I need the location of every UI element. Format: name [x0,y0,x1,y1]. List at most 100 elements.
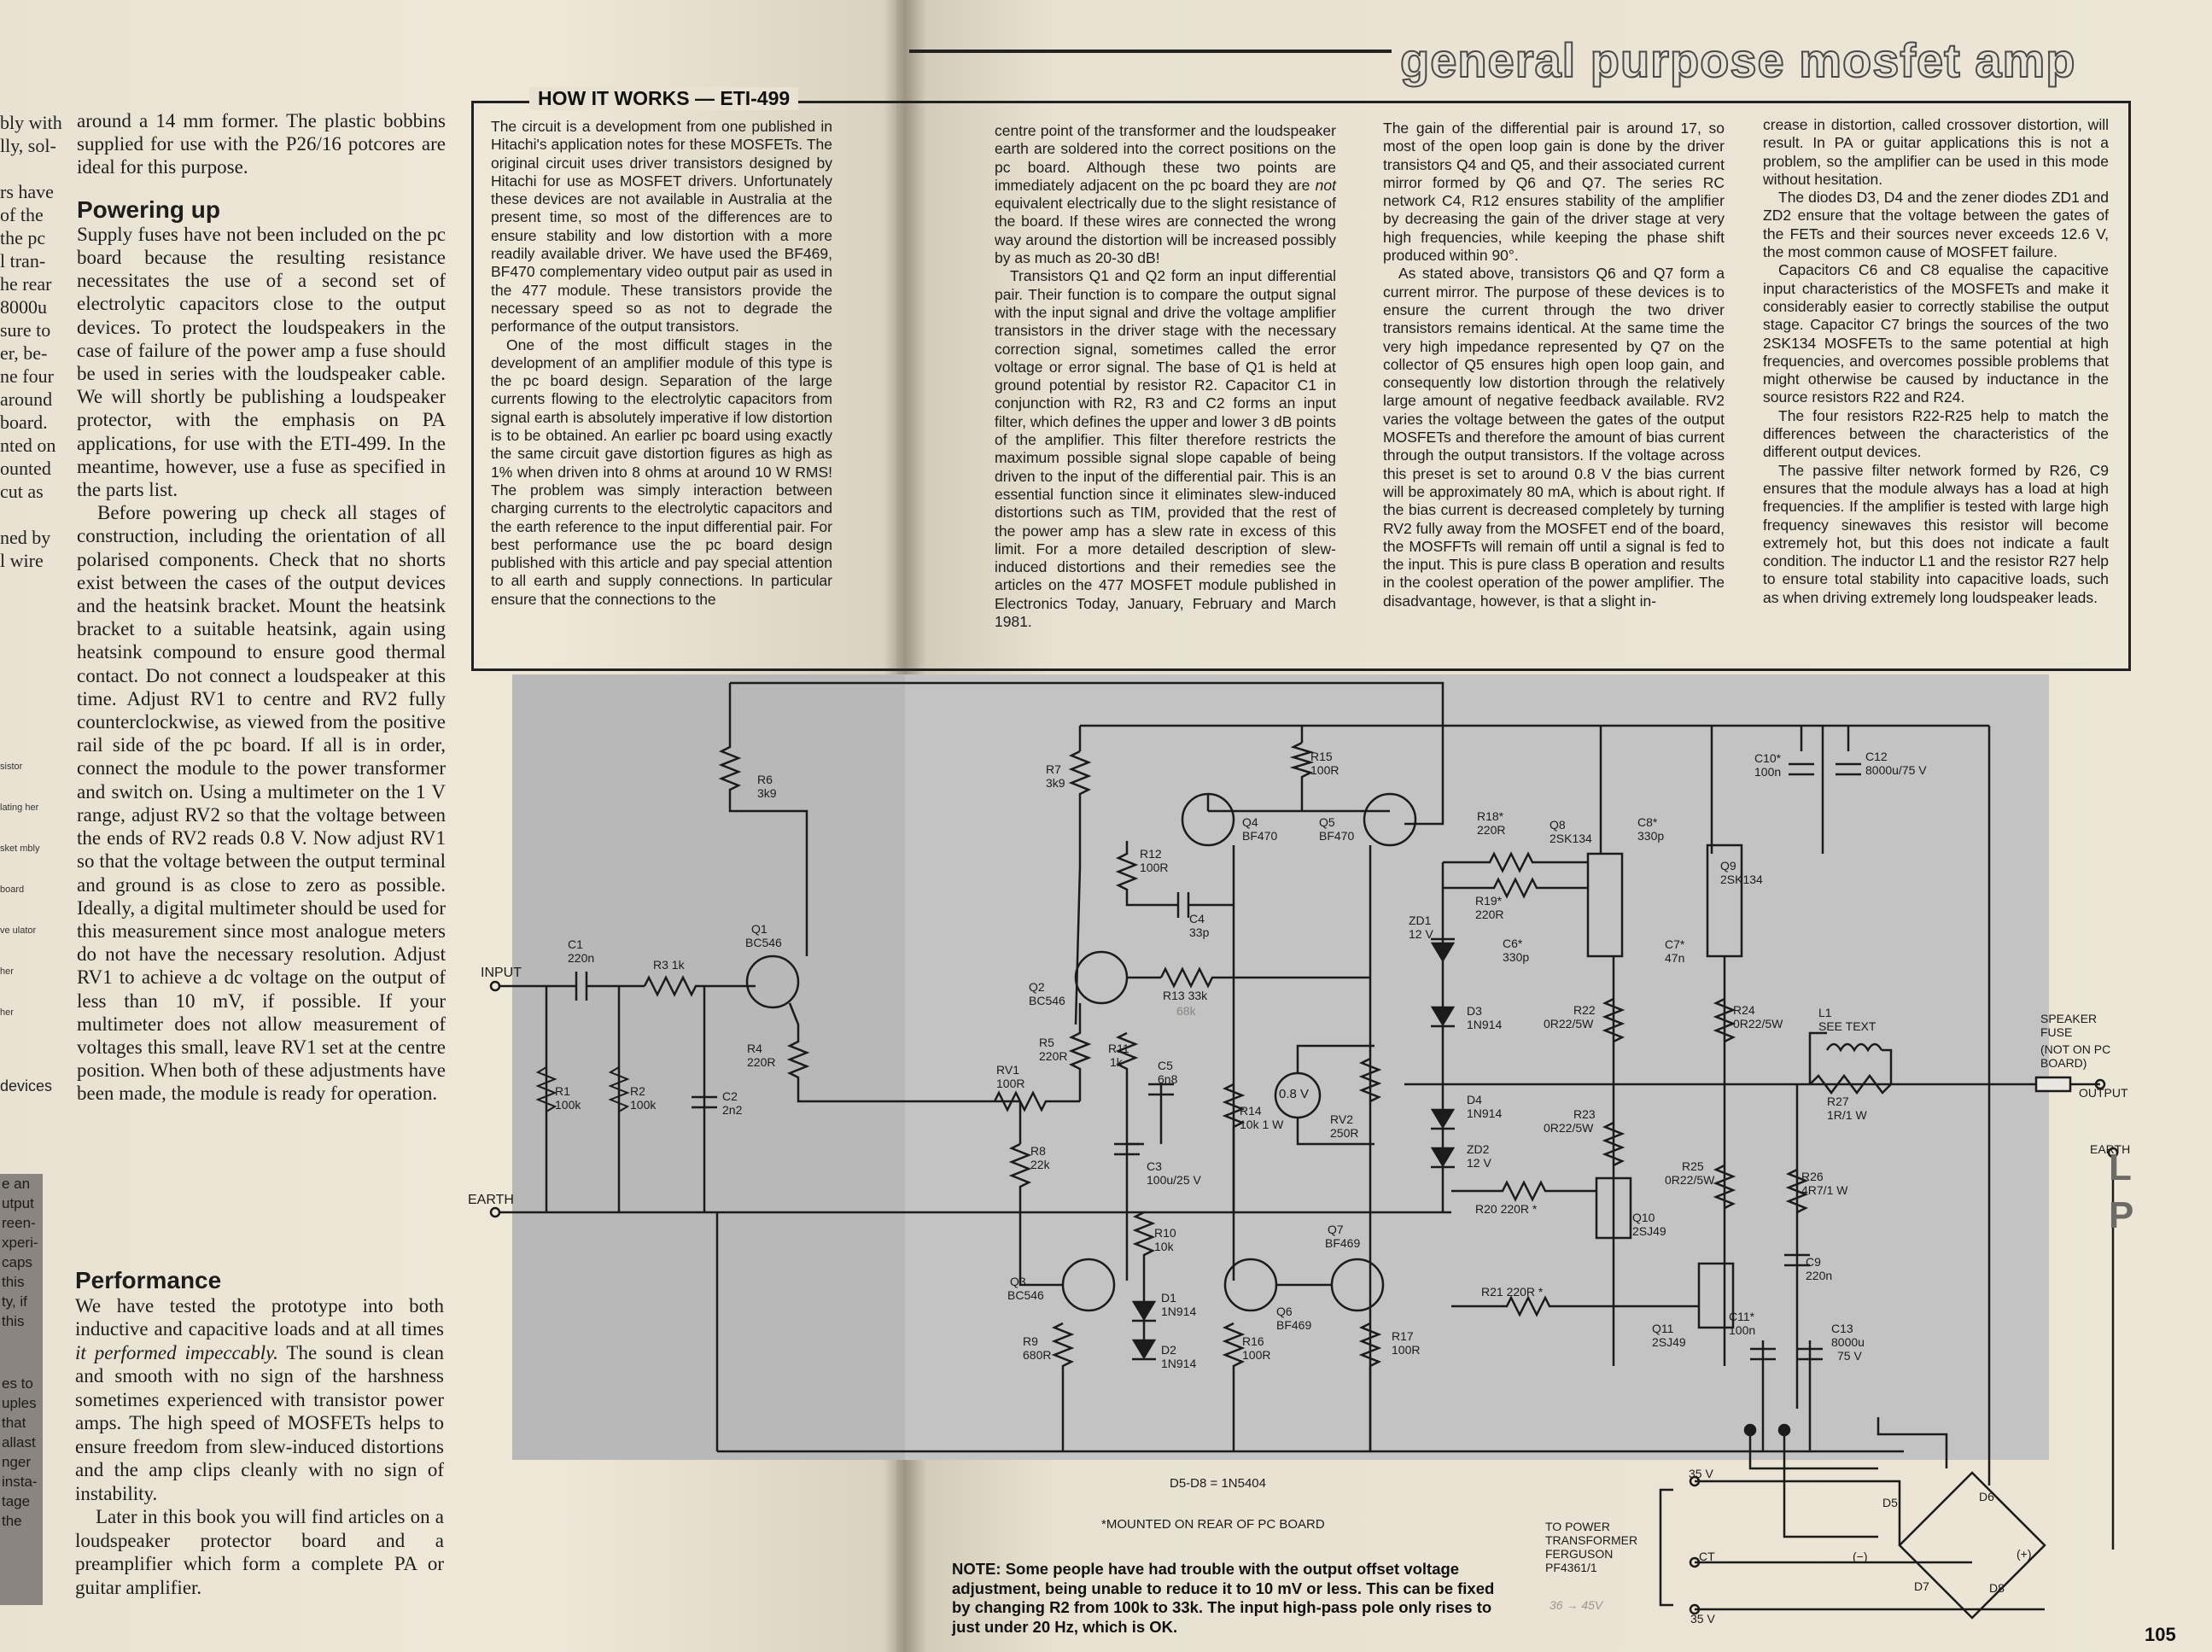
label-q8-value: 2SK134 [1550,832,1592,845]
label-r9: R9 [1023,1334,1038,1348]
inductor-l1 [1825,1042,1883,1053]
label-minus: (−) [1853,1550,1868,1563]
fragment: l wire [0,550,44,571]
fragment: the [2,1513,22,1529]
label-r12-value: 100R [1140,861,1169,874]
transistor-q1 [745,954,800,1009]
label-r5: R5 [1039,1036,1054,1049]
label-input: INPUT [481,966,522,980]
performance-paragraph-2: Later in this book you will find article… [75,1506,444,1598]
label-zd2-value: 12 V [1467,1156,1491,1170]
label-d6: D6 [1979,1490,1994,1503]
paragraph: The circuit is a development from one pu… [491,118,832,336]
label-r22-value: 0R22/5W [1544,1017,1594,1030]
label-rv2: RV2 [1330,1112,1353,1126]
text-run: The sound is clean and smooth with no si… [75,1341,444,1504]
label-to-power-transformer: TO POWER TRANSFORMER FERGUSON PF4361/1 [1545,1520,1638,1574]
label-speaker-fuse: SPEAKER FUSE [2040,1012,2098,1039]
output-terminal[interactable] [2094,1078,2106,1090]
paragraph: Capacitors C6 and C8 equalise the capaci… [1763,261,2109,406]
mosfet-q11 [1697,1262,1735,1329]
fragment: this [2,1313,25,1329]
resistor-r23 [1602,1121,1625,1167]
text-run: centre point of the transformer and the … [995,122,1336,194]
label-zd1: ZD1 [1409,914,1432,927]
label-d1-value: 1N914 [1161,1305,1197,1318]
how-it-works-column-2: centre point of the transformer and the … [995,122,1336,631]
label-d4-value: 1N914 [1467,1106,1503,1120]
label-q2: Q2 [1029,980,1045,994]
label-c10-value: 100n [1754,765,1782,779]
label-c10: C10* [1754,751,1782,765]
page-number: 105 [2145,1624,2176,1645]
performance-heading: Performance [75,1267,222,1293]
how-it-works-box [471,101,2131,671]
label-c13-voltage: 75 V [1837,1349,1862,1363]
input-terminal[interactable] [489,980,501,992]
text-run: We have tested the prototype into both i… [75,1294,444,1340]
resistor-r20 [1451,1180,1596,1202]
paragraph: Transistors Q1 and Q2 form an input diff… [995,267,1336,631]
resistor-r6 [718,721,808,956]
label-plus: (+) [2016,1547,2032,1561]
label-r16: R16 [1242,1334,1264,1348]
earth-terminal[interactable] [489,1206,501,1218]
paragraph: crease in distortion, called crossover d… [1763,116,2109,188]
label-r16-value: 100R [1242,1348,1271,1362]
wire [1783,1430,1878,1538]
fragment: sistor [0,762,23,772]
label-r11-value: 1k [1110,1055,1123,1069]
label-r18: R18* [1477,809,1504,823]
label-35v-bottom: 35 V [1690,1612,1715,1626]
resistor-r17 [1358,1322,1382,1451]
fragment: L [2109,1147,2132,1188]
clipped-column-fragments: bly with lly, sol- rs have of the the pc… [0,111,68,572]
resistor-r5 [1068,1003,1092,1101]
fragment: utput [2,1195,34,1211]
fragment: her [0,1007,14,1018]
label-c8: C8* [1637,815,1658,829]
label-c2: C2 [722,1089,738,1103]
how-it-works-column-4: crease in distortion, called crossover d… [1763,116,2109,607]
label-c13: C13 [1831,1322,1853,1335]
terminal-ct[interactable] [1689,1556,1701,1568]
resistor-r22 [1602,997,1625,1043]
label-r27-value: 1R/1 W [1827,1108,1867,1122]
label-r17: R17 [1392,1329,1414,1343]
label-rv1: RV1 [996,1063,1019,1077]
label-r24: R24 [1733,1003,1755,1017]
label-zd1-value: 12 V [1409,927,1433,941]
label-d5-d8: D5-D8 = 1N5404 [1170,1476,1266,1491]
label-r18-value: 220R [1477,823,1506,837]
resistor-r3 [643,975,743,997]
diode-d1 [1131,1300,1157,1322]
label-q7-value: BF469 [1325,1236,1361,1250]
fragment: her [0,966,14,977]
bridge-rectifier [1898,1471,2046,1620]
terminal-35v-2[interactable] [1689,1603,1701,1615]
junction [1743,1423,1757,1437]
terminal-35v[interactable] [1689,1475,1701,1487]
label-d2-value: 1N914 [1161,1357,1197,1370]
label-r13: R13 33k [1163,989,1208,1002]
label-q10-value: 2SJ49 [1632,1224,1666,1238]
label-d7: D7 [1914,1579,1929,1593]
label-r26-value: 4R7/1 W [1801,1183,1848,1197]
fragment: he rear [0,273,52,295]
fragment-devices: devices [0,1077,53,1095]
resistor-r12 [1115,841,1178,907]
fragment: around [0,388,53,410]
fragment: nted on [0,435,56,456]
label-c7: C7* [1665,937,1685,951]
label-r7-value: 3k9 [1046,776,1065,790]
powering-paragraph-2: Before powering up check all stages of c… [77,502,446,1105]
intro-paragraph: around a 14 mm former. The plastic bobbi… [77,110,446,178]
wire [1018,1264,1063,1287]
zener-zd2 [1430,1147,1456,1168]
fragment: es to [2,1375,33,1392]
label-r22: R22 [1573,1003,1596,1017]
label-c11-value: 100n [1729,1323,1756,1337]
resistor-r27 [1809,1073,1892,1095]
label-q5-value: BF470 [1319,829,1355,843]
